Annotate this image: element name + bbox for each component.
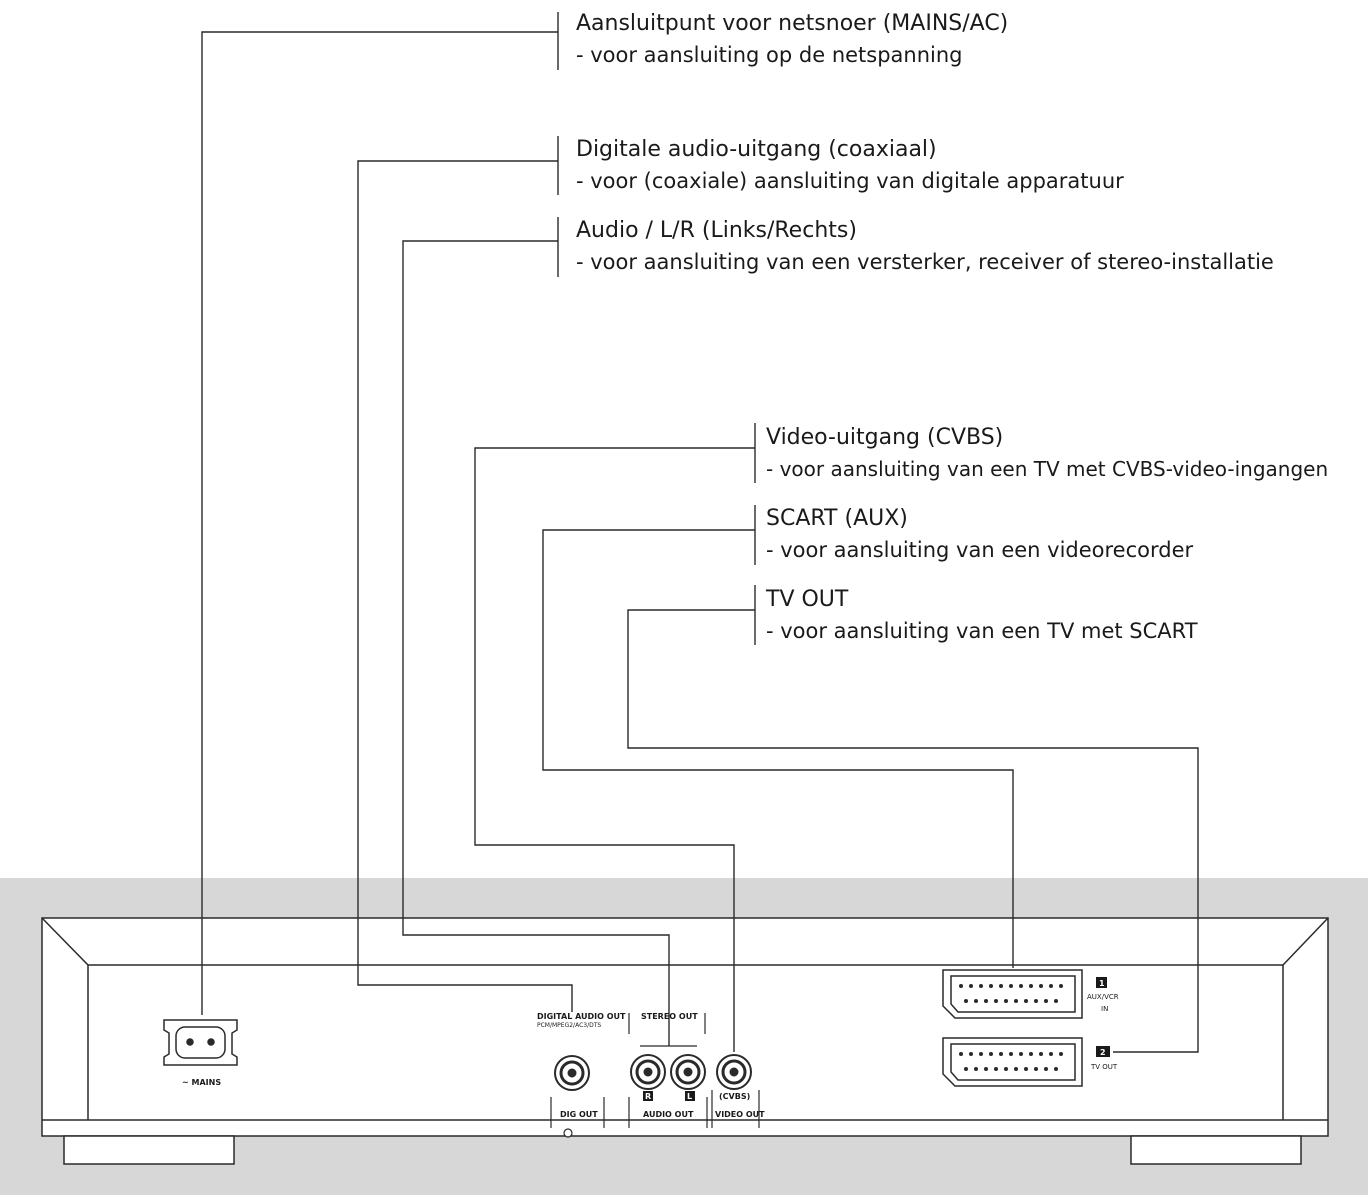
leader-tv-out [627, 609, 1199, 1053]
video-out-label: VIDEO OUT [715, 1110, 765, 1119]
leader-video [474, 447, 755, 1052]
callout-audio-description: - voor aansluiting van een versterker, r… [576, 250, 1274, 274]
scart1-number-box [1096, 977, 1107, 988]
leader-mains [201, 31, 558, 1015]
callout-digital-description: - voor (coaxiale) aansluiting van digita… [576, 169, 1124, 193]
leader-lines [201, 12, 1199, 1053]
scart2-label: TV OUT [1090, 1063, 1118, 1071]
ground-screw [563, 1128, 573, 1138]
callout-video-description: - voor aansluiting van een TV met CVBS-v… [766, 457, 1328, 481]
callout-video: Video-uitgang (CVBS) - voor aansluiting … [766, 425, 1328, 481]
digital-coax-jack [554, 1055, 590, 1091]
callout-tv-out: TV OUT - voor aansluiting van een TV met… [765, 587, 1198, 643]
callout-video-title: Video-uitgang (CVBS) [766, 425, 1003, 450]
cvbs-label: (CVBS) [719, 1092, 750, 1101]
callout-tv-out-description: - voor aansluiting van een TV met SCART [766, 619, 1198, 643]
right-marker-box [643, 1091, 653, 1101]
scart1-number: 1 [1099, 979, 1105, 988]
scart2-number-box [1096, 1046, 1110, 1057]
digital-formats-label: PCM/MPEG2/AC3/DTS [537, 1022, 601, 1029]
scart2-number: 2 [1100, 1048, 1106, 1057]
dig-out-label: DIG OUT [560, 1110, 598, 1119]
right-foot [1130, 1135, 1302, 1165]
leader-audio [402, 240, 670, 1046]
audio-left-jack [670, 1054, 706, 1090]
callout-audio: Audio / L/R (Links/Rechts) - voor aanslu… [576, 218, 1274, 274]
mains-socket [163, 1019, 238, 1066]
scart1-label-line1: AUX/VCR [1087, 993, 1119, 1001]
scart-tv-out-pins [959, 1052, 1063, 1071]
left-marker-box [685, 1091, 695, 1101]
callout-digital: Digitale audio-uitgang (coaxiaal) - voor… [576, 137, 1124, 193]
left-marker: L [687, 1092, 692, 1101]
callout-mains: Aansluitpunt voor netsnoer (MAINS/AC) - … [576, 11, 1008, 67]
leader-scart-aux [542, 529, 1014, 968]
mains-label: ~ MAINS [182, 1078, 221, 1087]
callout-mains-title: Aansluitpunt voor netsnoer (MAINS/AC) [576, 11, 1008, 36]
right-marker: R [645, 1092, 651, 1101]
scart-aux-pins [959, 984, 1063, 1003]
callout-digital-title: Digitale audio-uitgang (coaxiaal) [576, 137, 937, 162]
callout-scart-aux: SCART (AUX) - voor aansluiting van een v… [766, 506, 1194, 562]
callout-mains-description: - voor aansluiting op de netspanning [576, 43, 963, 67]
audio-out-label: AUDIO OUT [643, 1110, 694, 1119]
scart-aux-connector [942, 969, 1083, 1019]
scart1-label-line2: IN [1101, 1005, 1108, 1013]
callout-scart-aux-description: - voor aansluiting van een videorecorder [766, 538, 1194, 562]
scart-tv-out-connector [942, 1037, 1083, 1087]
callout-audio-title: Audio / L/R (Links/Rechts) [576, 218, 857, 243]
leader-digital [357, 160, 573, 1012]
callout-tv-out-title: TV OUT [765, 587, 849, 612]
callout-scart-aux-title: SCART (AUX) [766, 506, 908, 531]
left-foot [63, 1135, 235, 1165]
audio-right-jack [630, 1054, 666, 1090]
video-cvbs-jack [716, 1054, 752, 1090]
device-rear-panel [41, 917, 1329, 1165]
digital-audio-out-label: DIGITAL AUDIO OUT [537, 1012, 626, 1021]
